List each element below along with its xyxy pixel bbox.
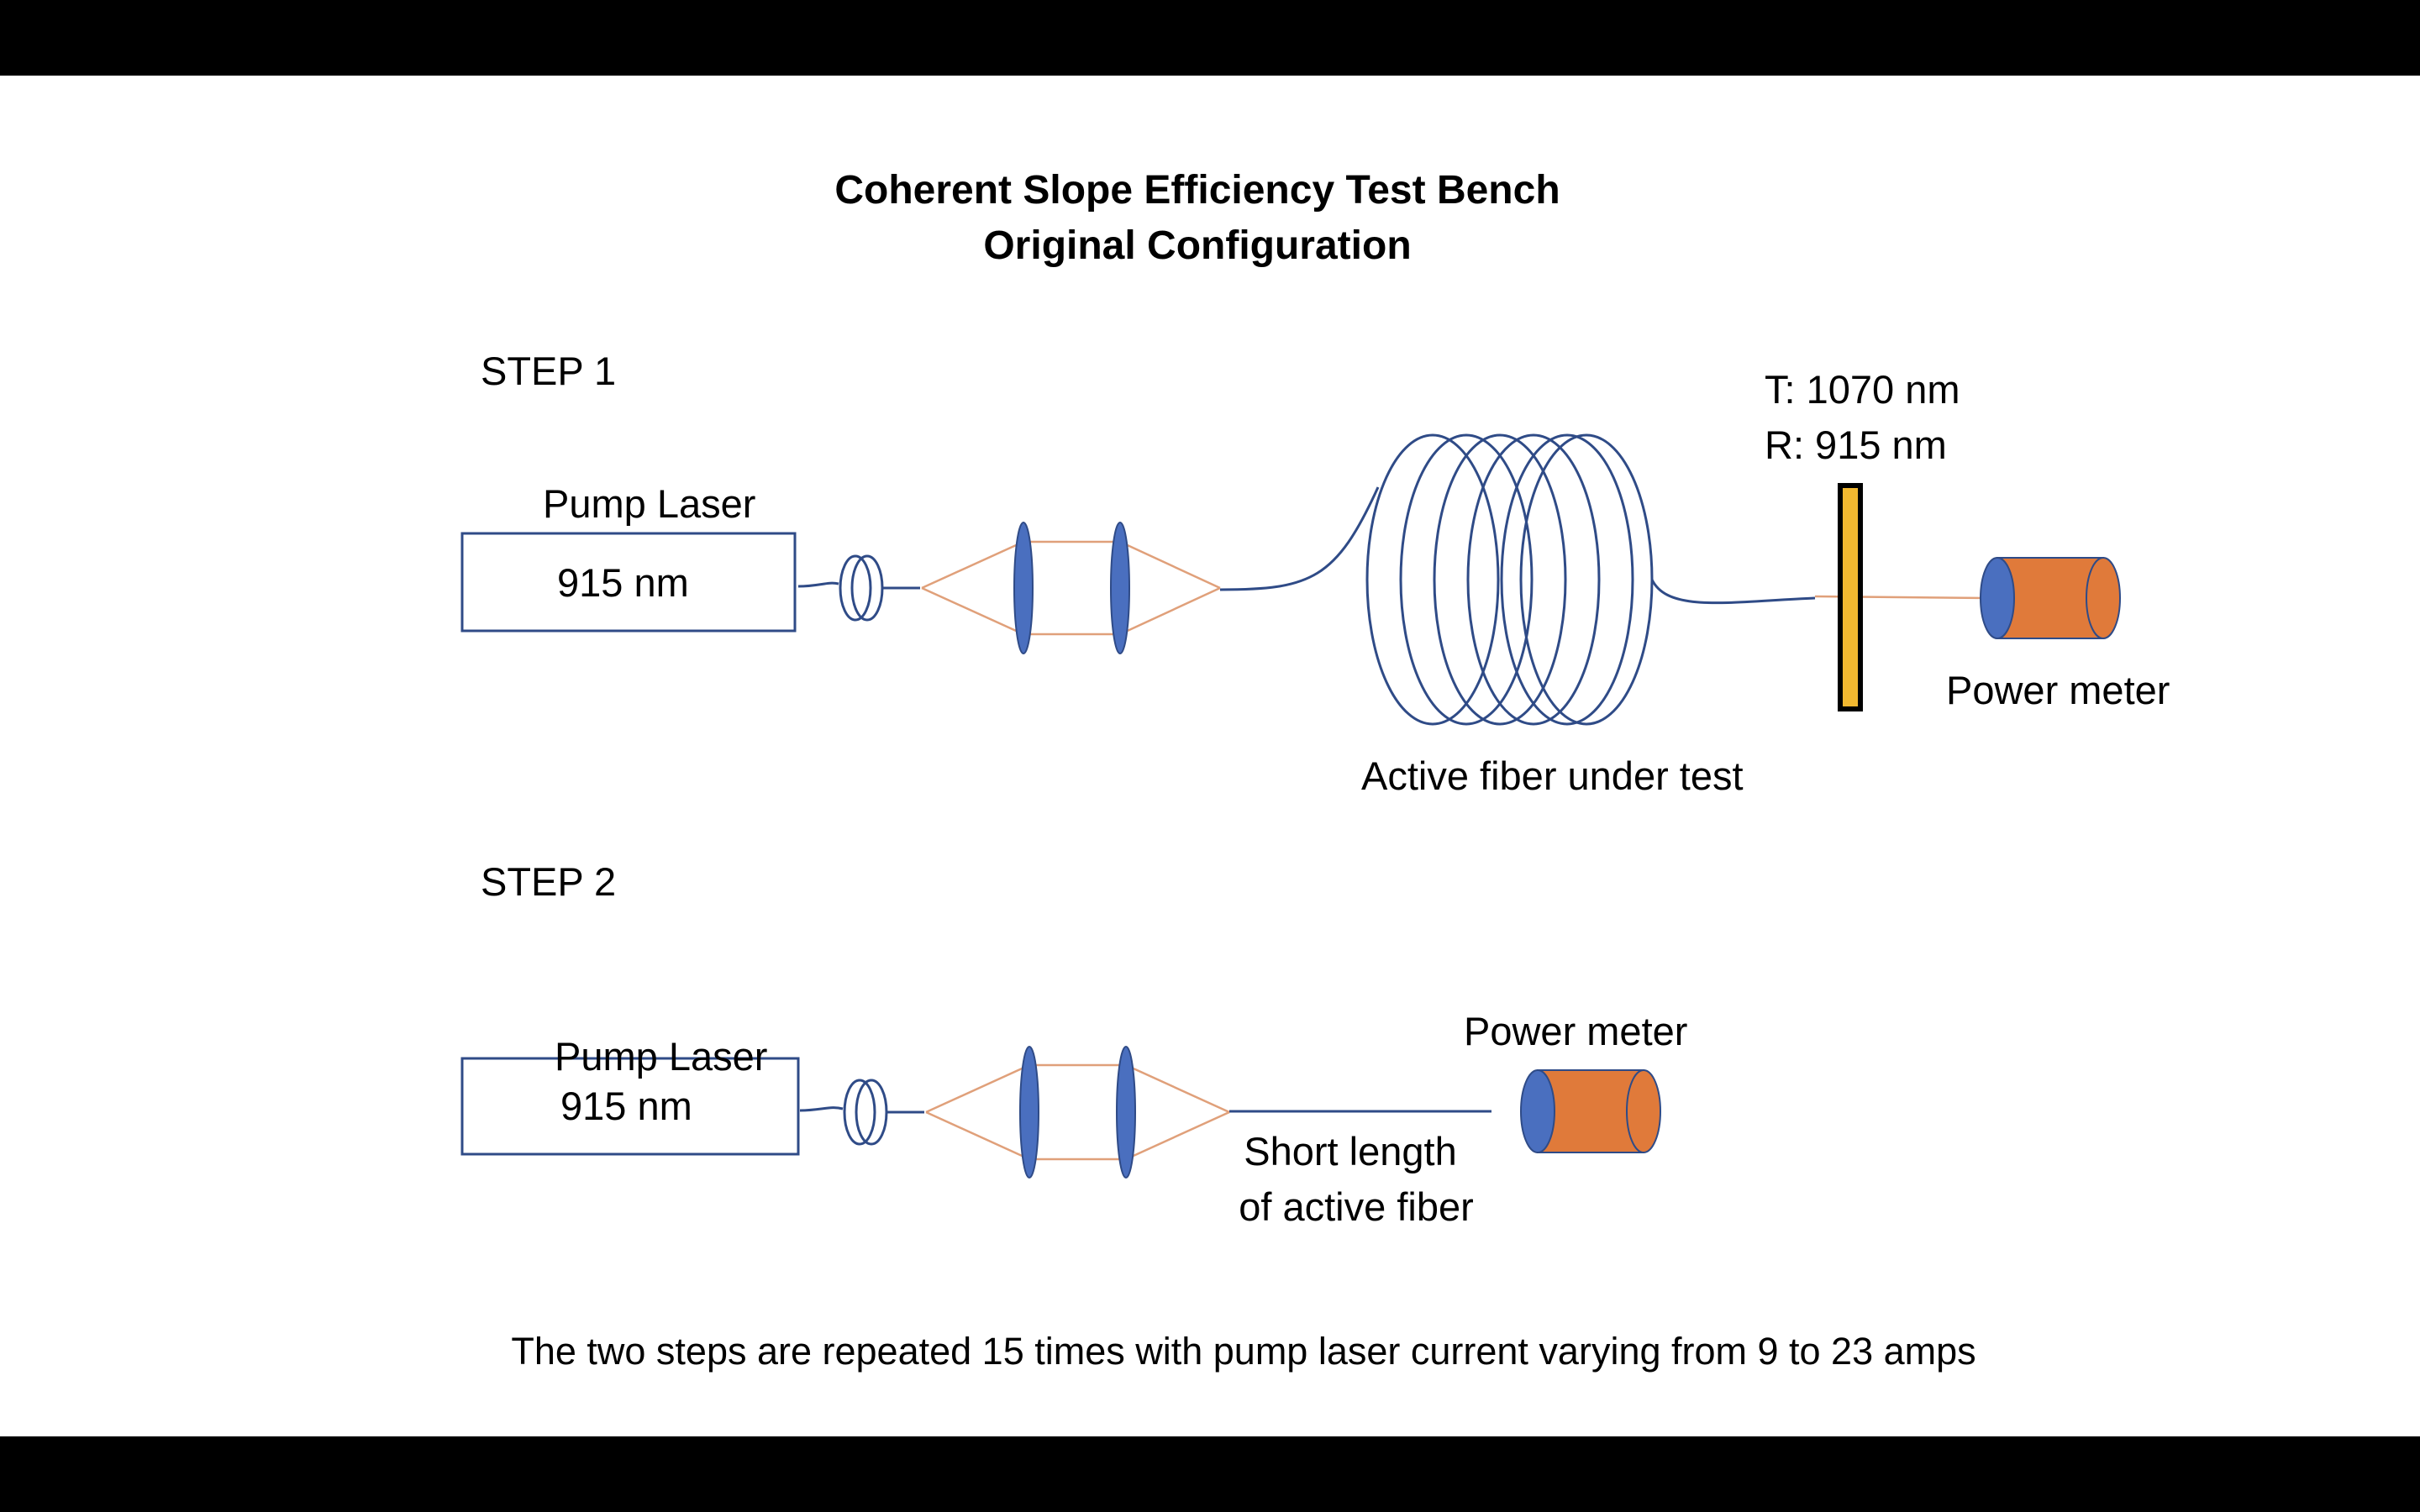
- step1-dichroic-mirror: [1838, 483, 1863, 711]
- step1-fiber-coil-small: [797, 554, 920, 622]
- step1-mirror-transmit: T: 1070 nm: [1765, 367, 1960, 412]
- step2-lens-2: [1116, 1046, 1136, 1179]
- title-line-2: Original Configuration: [983, 223, 1411, 268]
- step2-fiber-label-line-1: Short length: [1244, 1129, 1456, 1173]
- step2-beam: [925, 1063, 1230, 1161]
- step2-fiber-coil-small: [799, 1079, 924, 1146]
- step2-pump-title: Pump Laser: [555, 1034, 767, 1079]
- step1-power-meter: [1980, 557, 2121, 639]
- step2-pump-laser-box: [460, 1057, 800, 1156]
- step2-power-meter: [1520, 1069, 1661, 1153]
- step1-fiber-label: Active fiber under test: [1361, 753, 1744, 798]
- step1-pump-wavelength: 915 nm: [557, 560, 689, 605]
- step2-label: STEP 2: [481, 859, 616, 904]
- footer-note: The two steps are repeated 15 times with…: [511, 1330, 1975, 1373]
- step1-lens-1: [1013, 522, 1034, 654]
- slide-background: [0, 76, 2420, 1436]
- step1-label: STEP 1: [481, 349, 616, 393]
- step1-beam: [921, 540, 1221, 636]
- title-line-1: Coherent Slope Efficiency Test Bench: [834, 168, 1560, 213]
- step2-pump-wavelength: 915 nm: [560, 1084, 692, 1128]
- step2-power-meter-label: Power meter: [1464, 1009, 1687, 1053]
- step1-pump-laser-box: [460, 532, 797, 633]
- step1-lens-2: [1110, 522, 1130, 654]
- step2-lens-1: [1019, 1046, 1039, 1179]
- step2-fiber-label-line-2: of active fiber: [1239, 1184, 1474, 1229]
- step1-active-fiber-coil: [1219, 433, 1816, 726]
- step1-pump-title: Pump Laser: [543, 481, 755, 526]
- step1-power-meter-label: Power meter: [1946, 668, 2170, 712]
- step1-mirror-reflect: R: 915 nm: [1765, 423, 1947, 467]
